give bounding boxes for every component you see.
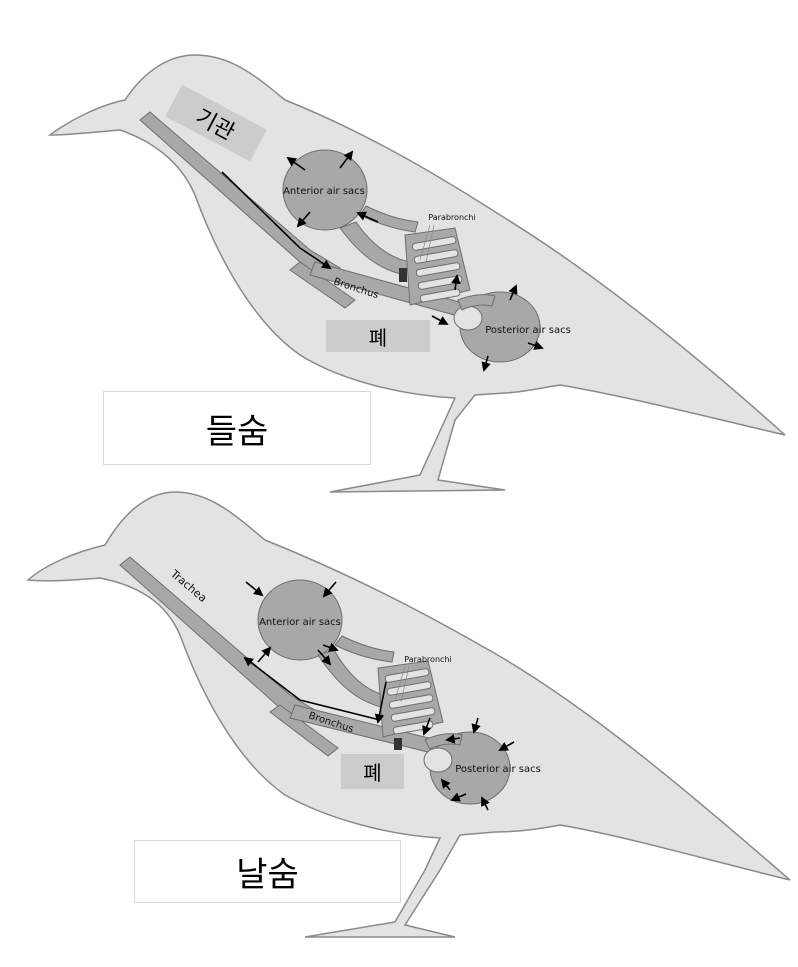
top-parabronchi-label: Parabronchi: [428, 213, 475, 222]
bottom-bronchus: [269, 704, 339, 757]
top-anterior-label: Anterior air sacs: [283, 186, 365, 197]
bottom-parabronchi-block: [377, 660, 444, 750]
top-bronchus: [289, 261, 356, 309]
bottom-airflow-arrows: [243, 581, 515, 811]
top-bird-panel: Anterior air sacs Parabronchi Bronchus P…: [47, 54, 786, 493]
top-lung-korean-label: 폐: [326, 320, 430, 352]
bottom-anterior-air-sac: [257, 579, 343, 661]
bottom-bird-panel: Trachea Anterior air sacs Parabronchi Br…: [26, 491, 791, 938]
top-phase-label: 들숨: [103, 391, 371, 465]
bottom-anterior-label: Anterior air sacs: [259, 617, 341, 628]
top-airflow-arrows: [221, 150, 544, 372]
bottom-lung-korean-label: 폐: [341, 754, 404, 789]
bottom-posterior-label: Posterior air sacs: [455, 764, 541, 775]
bottom-parabronchi-label: Parabronchi: [404, 655, 451, 664]
bottom-phase-label: 날숨: [134, 840, 401, 903]
top-parabronchi-block: [399, 227, 471, 306]
top-posterior-label: Posterior air sacs: [485, 325, 571, 336]
